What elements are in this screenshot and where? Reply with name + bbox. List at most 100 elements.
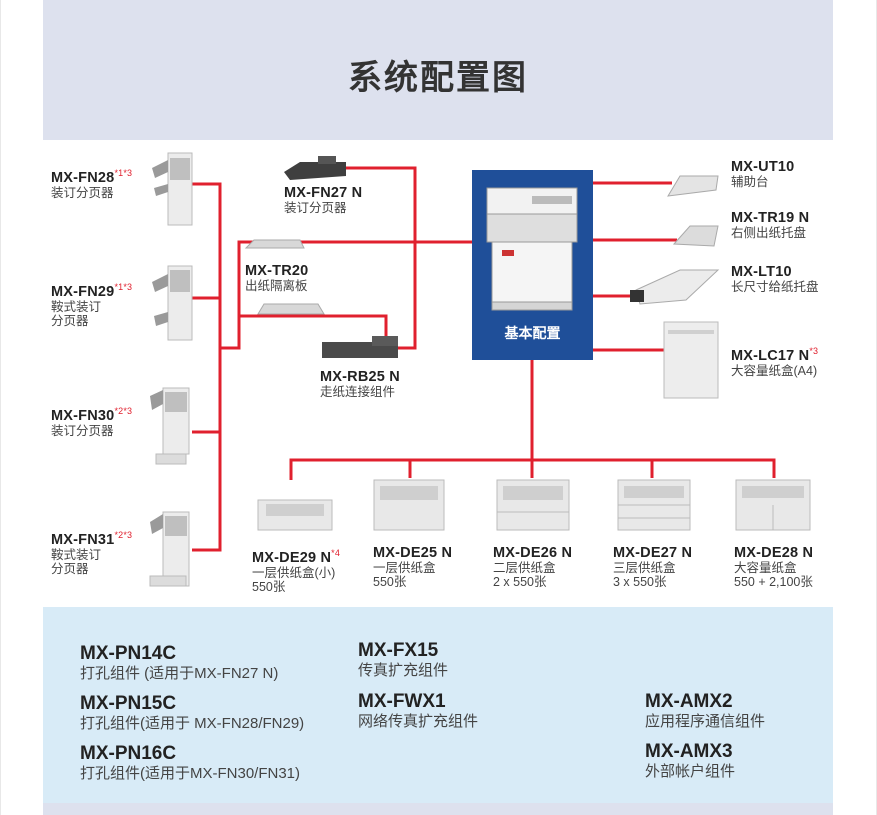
option-desc: 传真扩充组件 [358,662,449,679]
desc-fn31: 鞍式装订 分页器 [51,547,102,576]
option-desc: 打孔组件 (适用于MX-FN27 N) [80,665,279,682]
option-desc: 应用程序通信组件 [645,713,766,730]
label-tr19: MX-TR19 N 右侧出纸托盘 [731,210,810,241]
code-de25: MX-DE25 N [373,545,453,561]
code-de27: MX-DE27 N [613,545,693,561]
code-fn31: MX-FN31 [51,531,115,548]
connector-rb25 [239,314,388,336]
tr20-lower-illustration [257,303,325,315]
sup-de29: *4 [331,548,341,558]
base-machine-illustration [486,187,578,311]
label-fn30: MX-FN30*2*3 装订分页器 [51,404,132,438]
label-fn31: MX-FN31*2*3 鞍式装订 分页器 [51,528,132,576]
code-fn28: MX-FN28 [51,169,115,186]
option-code: MX-AMX2 [645,691,733,712]
tr20-illustration [244,239,305,249]
sup-lc17: *3 [809,346,819,356]
desc-fn29: 鞍式装订 分页器 [51,299,102,328]
option-amx2: MX-AMX2 应用程序通信组件 [645,691,765,731]
label-lc17: MX-LC17 N*3 大容量纸盒(A4) [731,344,818,378]
label-ut10: MX-UT10 辅助台 [731,159,795,190]
option-desc: 打孔组件(适用于 MX-FN28/FN29) [80,715,305,732]
label-fn27: MX-FN27 N 装订分页器 [284,185,363,216]
option-pn15c: MX-PN15C 打孔组件(适用于 MX-FN28/FN29) [80,693,304,733]
sup-fn31: *2*3 [114,530,133,540]
label-de27: MX-DE27 N 三层供纸盒 3 x 550张 [613,545,693,590]
option-desc: 外部帐户组件 [645,763,736,780]
option-desc: 打孔组件(适用于MX-FN30/FN31) [80,765,301,782]
option-amx3: MX-AMX3 外部帐户组件 [645,741,735,781]
code-ut10: MX-UT10 [731,159,795,175]
code-fn27: MX-FN27 N [284,185,363,201]
label-de28: MX-DE28 N 大容量纸盒 550 + 2,100张 [734,545,814,590]
label-lt10: MX-LT10 长尺寸给纸托盘 [731,264,819,295]
fn31-illustration [149,511,190,587]
connector-finisher-bus [192,182,222,552]
code-lt10: MX-LT10 [731,264,792,280]
bottom-strip [43,803,833,815]
fn29-illustration [152,265,193,341]
de26-illustration [496,479,570,531]
tr19-illustration [672,225,719,247]
option-code: MX-PN14C [80,643,177,664]
desc-fn28: 装订分页器 [51,185,114,200]
label-fn28: MX-FN28*1*3 装订分页器 [51,166,132,200]
base-config-box: 基本配置 [472,170,593,360]
option-desc: 网络传真扩充组件 [358,713,479,730]
code-tr20: MX-TR20 [245,263,309,279]
desc-fn30: 装订分页器 [51,423,114,438]
ut10-illustration [667,175,719,197]
fn27-illustration [284,156,346,180]
desc-ut10: 辅助台 [731,175,769,189]
desc-de25: 一层供纸盒 550张 [373,561,436,589]
code-fn30: MX-FN30 [51,407,115,424]
desc-tr20: 出纸隔离板 [245,279,308,293]
connector-lines [192,166,776,552]
option-code: MX-AMX3 [645,741,733,762]
de27-illustration [617,479,691,531]
option-code: MX-FX15 [358,640,439,661]
label-de26: MX-DE26 N 二层供纸盒 2 x 550张 [493,545,573,590]
lc17-illustration [663,321,719,399]
label-de25: MX-DE25 N 一层供纸盒 550张 [373,545,453,590]
code-tr19: MX-TR19 N [731,210,810,226]
code-lc17: MX-LC17 N [731,347,810,364]
de25-illustration [373,479,445,531]
lt10-illustration [630,269,720,305]
option-pn14c: MX-PN14C 打孔组件 (适用于MX-FN27 N) [80,643,278,683]
desc-rb25: 走纸连接组件 [320,385,396,399]
code-de26: MX-DE26 N [493,545,573,561]
label-fn29: MX-FN29*1*3 鞍式装订 分页器 [51,280,132,328]
connector-main [220,240,472,350]
option-fx15: MX-FX15 传真扩充组件 [358,640,448,680]
code-de28: MX-DE28 N [734,545,814,561]
code-rb25: MX-RB25 N [320,369,400,385]
connector-fn27 [345,166,417,350]
de28-illustration [735,479,811,531]
fn30-illustration [150,387,190,465]
title-band: 系统配置图 [43,0,833,140]
desc-tr19: 右侧出纸托盘 [731,226,807,240]
label-rb25: MX-RB25 N 走纸连接组件 [320,369,400,400]
desc-de27: 三层供纸盒 3 x 550张 [613,561,676,589]
sup-fn30: *2*3 [114,406,133,416]
option-fwx1: MX-FWX1 网络传真扩充组件 [358,691,478,731]
option-pn16c: MX-PN16C 打孔组件(适用于MX-FN30/FN31) [80,743,300,783]
desc-lt10: 长尺寸给纸托盘 [731,280,819,294]
label-tr20: MX-TR20 出纸隔离板 [245,263,309,294]
rb25-illustration [322,336,398,358]
option-code: MX-PN15C [80,693,177,714]
desc-de26: 二层供纸盒 2 x 550张 [493,561,556,589]
option-code: MX-FWX1 [358,691,446,712]
label-de29: MX-DE29 N*4 一层供纸盒(小) 550张 [252,546,340,594]
code-de29: MX-DE29 N [252,549,332,566]
option-code: MX-PN16C [80,743,177,764]
desc-fn27: 装订分页器 [284,201,347,215]
sup-fn29: *1*3 [114,282,133,292]
sup-fn28: *1*3 [114,168,133,178]
fn28-illustration [152,152,193,226]
de29-illustration [257,499,333,531]
page-title: 系统配置图 [348,59,528,97]
options-band: MX-PN14C 打孔组件 (适用于MX-FN27 N) MX-PN15C 打孔… [43,607,833,803]
